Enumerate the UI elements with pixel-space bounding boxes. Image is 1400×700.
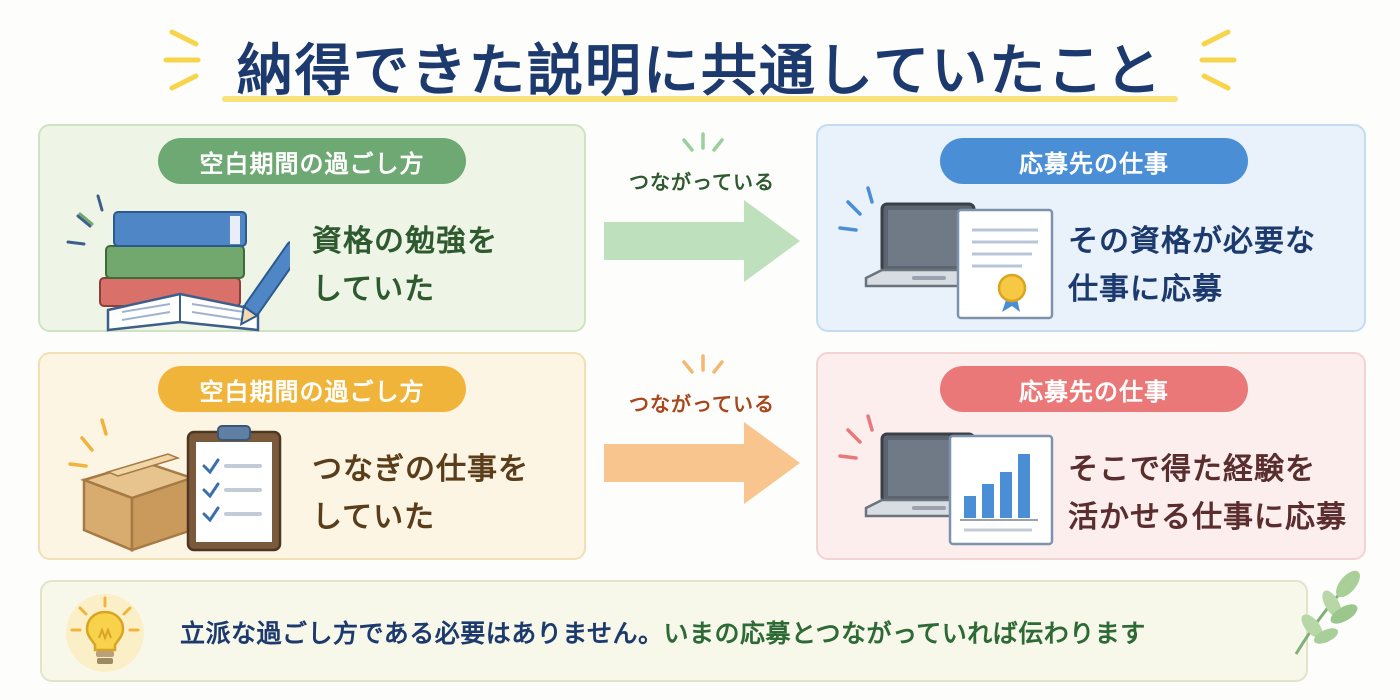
card-description: そこで得た経験を 活かせる仕事に応募: [1068, 452, 1347, 535]
category-pill: 応募先の仕事: [940, 138, 1248, 184]
card-description: 資格の勉強を していた: [312, 224, 498, 307]
box-icon: [68, 418, 282, 552]
card-blank-period-study: 空白期間の過ごし方 資格の勉強を していた: [38, 124, 586, 332]
sparkle-left-icon: [163, 29, 201, 91]
connector-label: つながっている: [629, 392, 775, 416]
arrow-right-icon: [604, 200, 800, 282]
card-target-job-experience: 応募先の仕事 そこで得た経験を 活かせる仕事に応募: [816, 352, 1366, 560]
category-pill: 応募先の仕事: [940, 366, 1248, 412]
title-block: 納得できた説明に共通していたこと: [160, 14, 1240, 114]
sparkle-icon: [682, 354, 724, 374]
lightbulb-badge: [66, 594, 144, 672]
connector-label: つながっている: [629, 170, 775, 194]
category-pill: 空白期間の過ごし方: [158, 366, 466, 412]
books-icon: [66, 194, 290, 332]
card-description: その資格が必要な 仕事に応募: [1068, 224, 1316, 307]
sparkle-right-icon: [1199, 29, 1237, 91]
card-target-job-certification: 応募先の仕事 その資格が必要な 仕事に応募: [816, 124, 1366, 332]
summary-text: 立派な過ごし方である必要はありません。いまの応募とつながっていれば伝わります: [180, 619, 1146, 648]
title-underline: [222, 96, 1178, 102]
summary-banner: 立派な過ごし方である必要はありません。いまの応募とつながっていれば伝わります: [40, 580, 1308, 682]
lightbulb-icon: [70, 596, 140, 664]
laptop-icon: [838, 186, 1054, 320]
sparkle-icon: [682, 132, 724, 152]
leaf-icon: [1294, 570, 1360, 655]
bar-chart-icon: [838, 414, 1054, 546]
arrow-right-icon: [604, 422, 800, 504]
page-title: 納得できた説明に共通していたこと: [236, 39, 1164, 104]
card-description: つなぎの仕事を していた: [312, 452, 529, 535]
category-pill: 空白期間の過ごし方: [158, 138, 466, 184]
card-blank-period-temp-job: 空白期間の過ごし方 つなぎの仕事を していた: [38, 352, 586, 560]
